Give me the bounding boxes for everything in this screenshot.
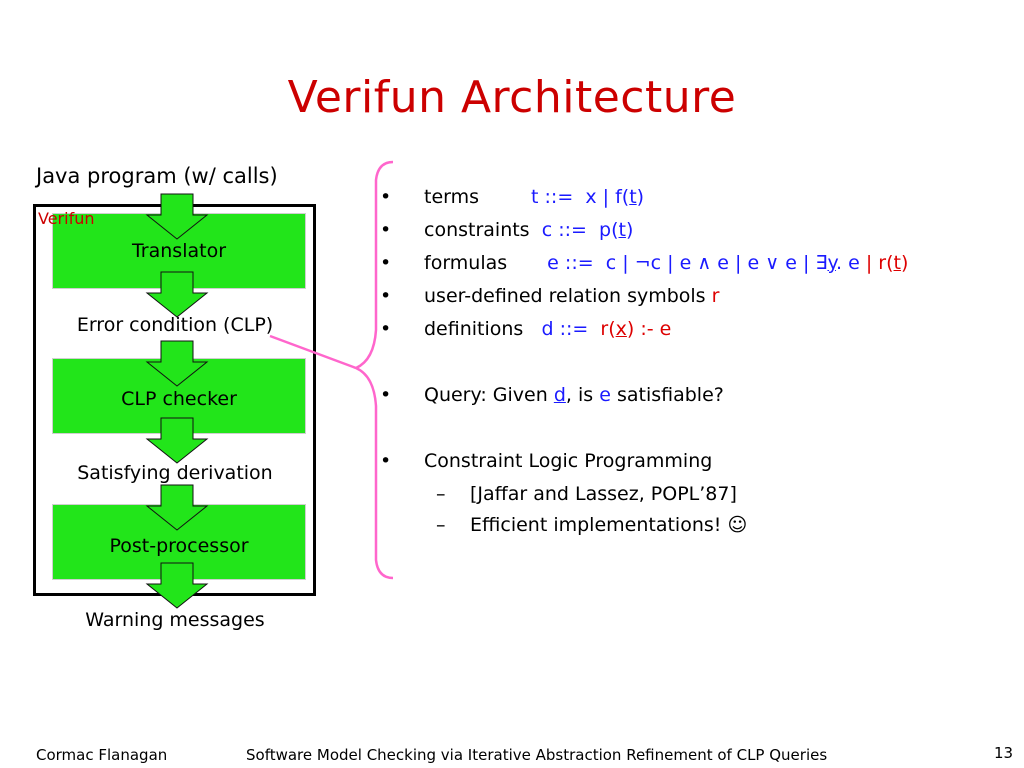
output-label: Warning messages: [85, 609, 265, 631]
verifun-label: Verifun: [38, 209, 95, 228]
smiley-icon: ☺: [727, 514, 748, 536]
post-processor-label: Post-processor: [109, 535, 249, 557]
page-number: 13: [994, 744, 1014, 762]
clp-checker-label: CLP checker: [121, 388, 237, 410]
input-label: Java program (w/ calls): [36, 164, 278, 188]
arrow-down-icon: [145, 417, 209, 464]
arrow-down-icon: [145, 562, 209, 609]
arrow-down-icon: [145, 340, 209, 387]
arrow-down-icon: [145, 193, 209, 240]
arrow-down-icon: [145, 484, 209, 531]
satisfying-derivation-label: Satisfying derivation: [77, 462, 273, 484]
slide-title: Verifun Architecture: [287, 72, 737, 123]
footer-author: Cormac Flanagan: [36, 746, 168, 764]
footer-talk-title: Software Model Checking via Iterative Ab…: [246, 746, 828, 764]
translator-label: Translator: [131, 240, 227, 262]
arrow-down-icon: [145, 271, 209, 318]
error-condition-label: Error condition (CLP): [76, 314, 274, 336]
